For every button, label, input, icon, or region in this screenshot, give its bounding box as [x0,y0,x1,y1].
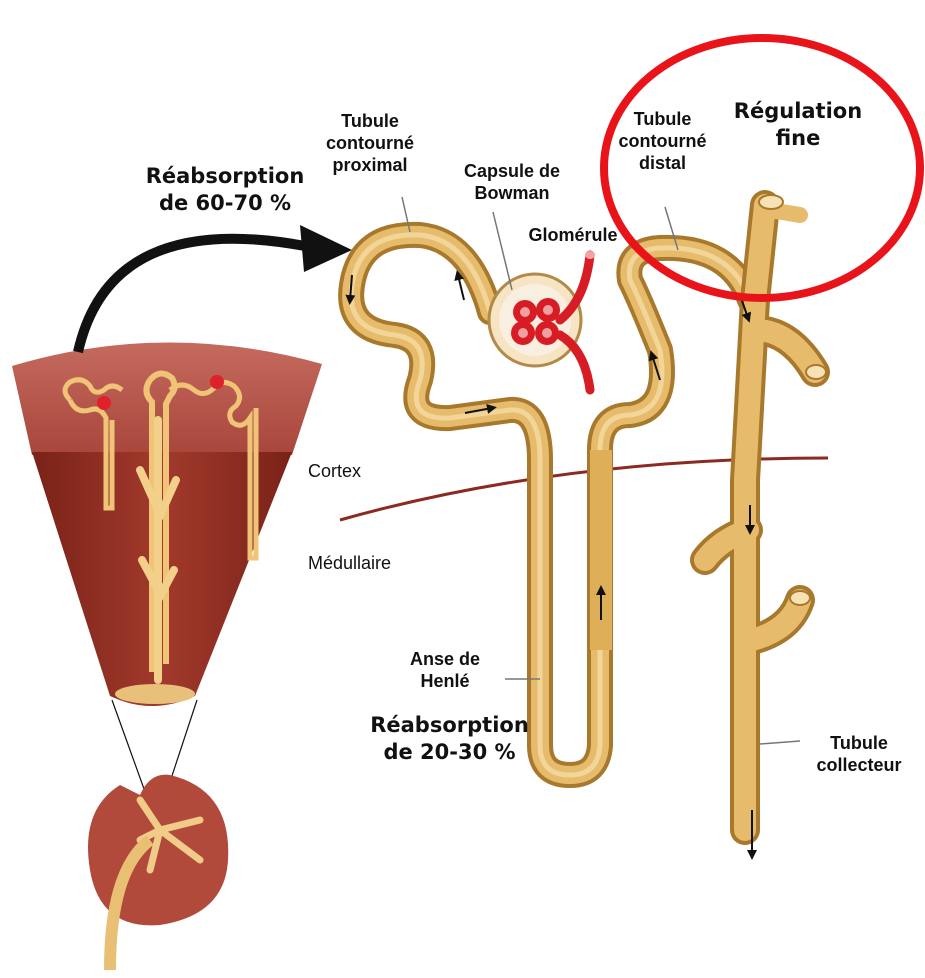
label-fine-regulation: Régulation fine [718,98,878,152]
reabsorption-arrow [78,239,305,352]
label-glomerulus: Glomérule [508,224,638,246]
label-bowman-capsule: Capsule de Bowman [452,160,572,204]
label-collecting-duct: Tubule collecteur [800,732,918,776]
label-reabsorption-loop: Réabsorption de 20-30 % [362,712,537,766]
kidney-small [88,775,228,970]
label-proximal-tubule: Tubule contourné proximal [310,110,430,176]
label-medulla: Médullaire [308,552,391,574]
kidney-wedge [12,342,322,706]
label-reabsorption-proximal: Réabsorption de 60-70 % [140,163,310,217]
label-loop-of-henle: Anse de Henlé [390,648,500,692]
label-cortex: Cortex [308,460,361,482]
label-distal-tubule: Tubule contourné distal [605,108,720,174]
